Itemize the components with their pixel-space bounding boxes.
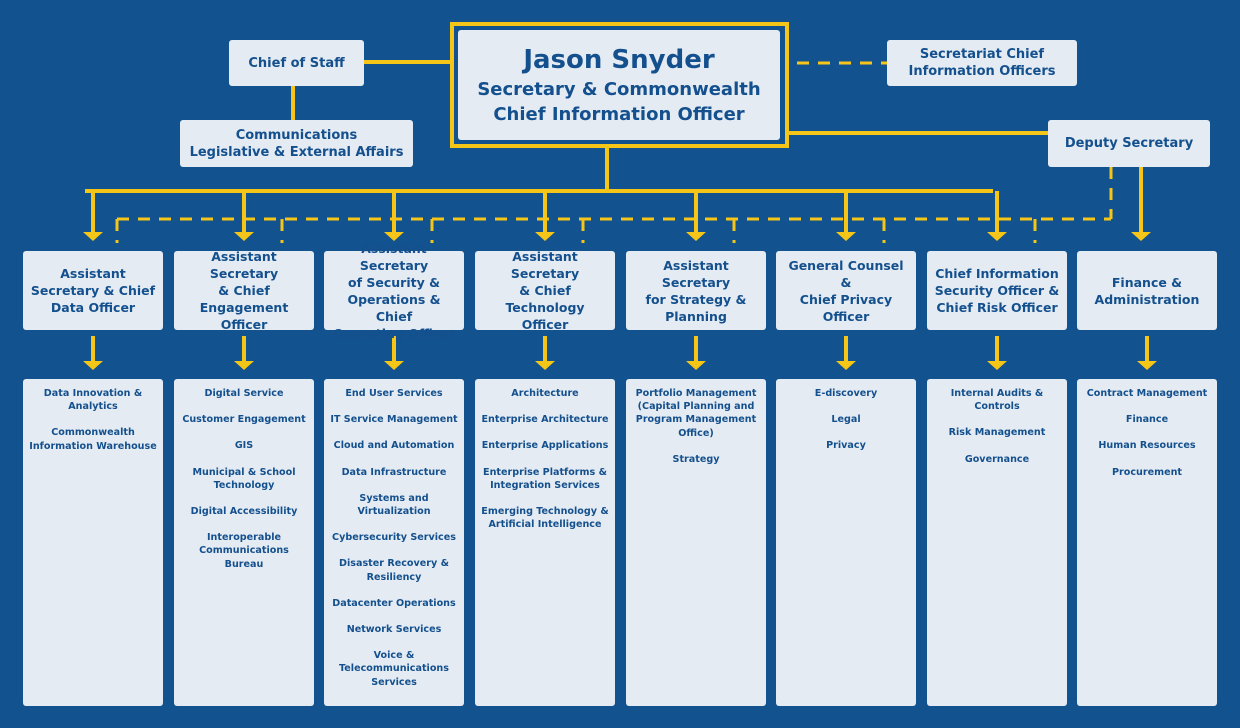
department-heading: Assistant Secretary & Chief Engagement O…: [174, 249, 314, 332]
arrow-head: [836, 232, 856, 241]
function-item: E-discovery: [814, 388, 878, 399]
department-heading: Chief Information Security Officer & Chi…: [927, 251, 1067, 330]
function-item: Datacenter Operations: [332, 597, 456, 609]
function-item: Portfolio Management (Capital Planning a…: [635, 388, 757, 439]
function-item: Interoperable Communications Bureau: [199, 532, 289, 570]
arrow-head: [987, 232, 1007, 241]
function-item: IT Service Management: [330, 414, 458, 426]
function-item: Emerging Technology & Artificial Intelli…: [481, 506, 609, 531]
department-heading: Finance & Administration: [1077, 251, 1217, 330]
function-item: Customer Engagement: [182, 414, 306, 426]
arrow-head: [686, 232, 706, 241]
function-item: Voice & Telecommunications Services: [339, 650, 449, 688]
arrow-head: [1137, 361, 1157, 370]
function-item: Strategy: [672, 453, 720, 465]
secretary-title: Secretary & Commonwealth Chief Informati…: [477, 79, 761, 125]
arrow-head: [535, 232, 555, 241]
function-item: Enterprise Applications: [481, 440, 609, 452]
function-item: Finance: [1125, 414, 1169, 426]
function-item: Digital Service: [204, 388, 284, 399]
secretariat-cio-box: Secretariat Chief Information Officers: [887, 40, 1077, 86]
arrow-head: [384, 232, 404, 241]
function-item: Contract Management: [1086, 388, 1208, 399]
communications-box: Communications Legislative & External Af…: [180, 120, 413, 167]
function-item: Enterprise Platforms & Integration Servi…: [483, 466, 607, 491]
function-item: Internal Audits & Controls: [950, 388, 1044, 413]
function-item: Procurement: [1111, 466, 1183, 478]
arrow-head: [83, 232, 103, 241]
department-heading: Assistant Secretary & Chief Data Officer: [23, 251, 163, 330]
function-item: Architecture: [511, 388, 579, 399]
function-item: Privacy: [826, 440, 866, 452]
department-heading: General Counsel & Chief Privacy Officer: [776, 251, 916, 330]
function-item: Human Resources: [1098, 440, 1196, 452]
secretary-box: Jason Snyder Secretary & Commonwealth Ch…: [458, 30, 780, 140]
function-item: Enterprise Architecture: [481, 414, 609, 426]
arrow-head: [1131, 232, 1151, 241]
department-heading: Assistant Secretary & Chief Technology O…: [475, 249, 615, 332]
function-item: Cybersecurity Services: [332, 532, 456, 544]
function-item: Municipal & School Technology: [192, 466, 296, 491]
function-item: Systems and Virtualization: [357, 492, 431, 518]
chief-of-staff-box: Chief of Staff: [229, 40, 364, 86]
function-item: Cloud and Automation: [333, 440, 455, 452]
arrow-head: [686, 361, 706, 370]
function-item: Legal: [831, 414, 861, 426]
arrow-head: [836, 361, 856, 370]
function-item: Data Innovation & Analytics: [43, 388, 143, 413]
arrow-head: [234, 232, 254, 241]
function-item: Commonwealth Information Warehouse: [29, 427, 157, 452]
arrow-head: [234, 361, 254, 370]
arrow-head: [987, 361, 1007, 370]
department-heading: Assistant Secretary of Security & Operat…: [324, 241, 464, 341]
function-item: Digital Accessibility: [190, 506, 298, 518]
function-item: Data Infrastructure: [341, 466, 447, 478]
function-item: Governance: [964, 453, 1030, 465]
arrow-head: [83, 361, 103, 370]
department-function-list: Portfolio Management (Capital Planning a…: [626, 379, 766, 706]
function-item: GIS: [234, 440, 254, 452]
arrow-head: [535, 361, 555, 370]
deputy-secretary-box: Deputy Secretary: [1048, 120, 1210, 167]
function-item: Network Services: [346, 624, 442, 636]
arrow-head: [384, 361, 404, 370]
secretary-frame: [450, 22, 789, 148]
function-item: End User Services: [345, 388, 443, 399]
function-item: Disaster Recovery & Resiliency: [339, 558, 449, 583]
function-item: Risk Management: [948, 427, 1046, 439]
secretary-name: Jason Snyder: [523, 45, 715, 75]
department-heading: Assistant Secretary for Strategy & Plann…: [626, 251, 766, 330]
